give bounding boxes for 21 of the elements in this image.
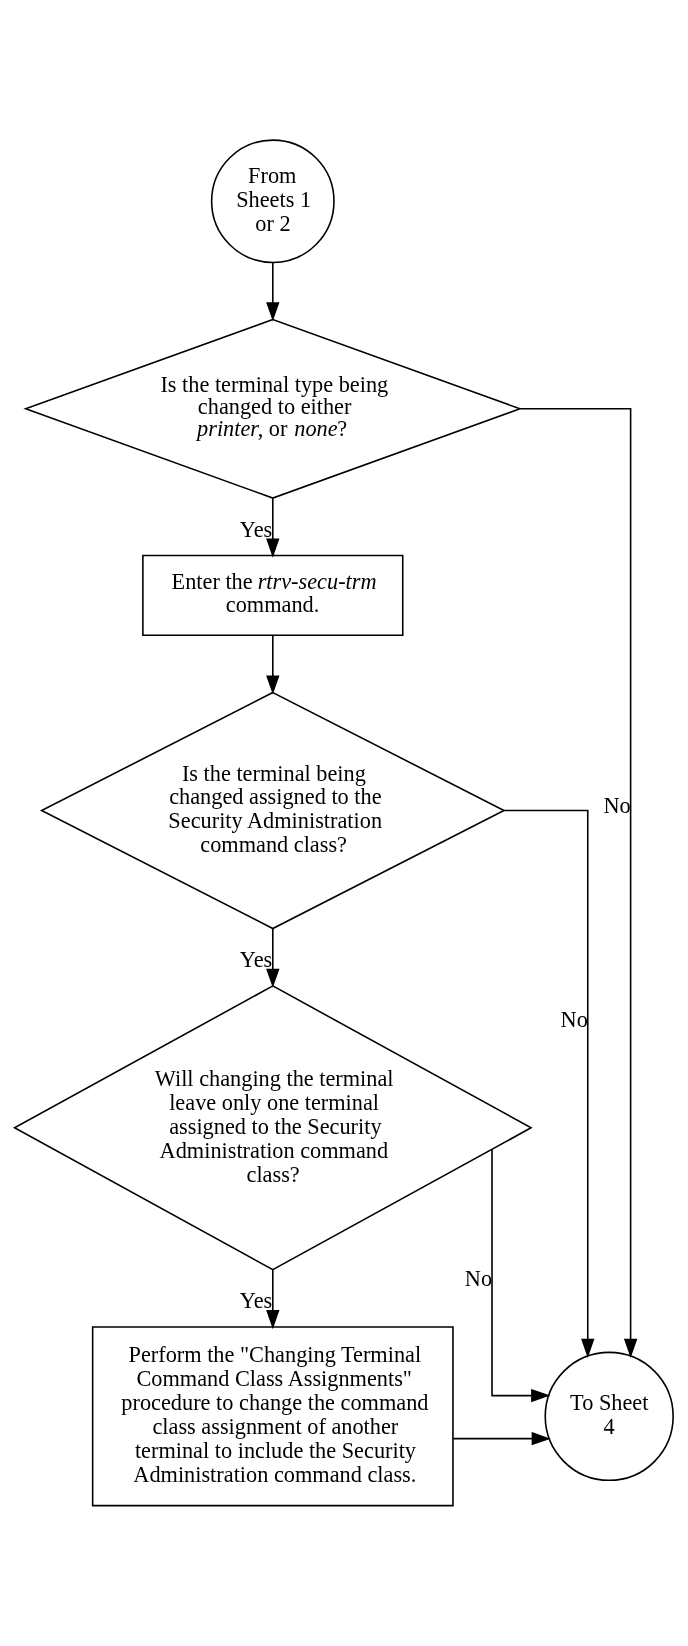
edge-label: Yes [239, 516, 273, 542]
arrow [519, 408, 638, 1358]
edge-label: No [560, 1007, 588, 1033]
edge-label: Yes [239, 946, 273, 972]
node-box: Perform the "Changing Terminal Command Class Assignments" procedure to change the command class assignment of another terminal to include the Security Administration command class. [91, 1326, 454, 1507]
arrow [491, 1148, 551, 1403]
edge-label: No [603, 793, 631, 819]
arrow [503, 809, 595, 1358]
node-diamond: Is the terminal being changed assigned to the Security Administration command class? [39, 691, 506, 930]
node-box: Enter the rtrv-secu-trm command. [142, 554, 404, 636]
arrow [266, 927, 280, 988]
arrow [266, 634, 280, 695]
node-diamond: Is the terminal type being changed to either printer, or none? [23, 318, 523, 499]
arrow [266, 261, 280, 322]
node-circle: From Sheets 1 or 2 [210, 139, 335, 264]
node-circle: To Sheet 4 [544, 1351, 674, 1482]
edge-label: Yes [239, 1288, 273, 1314]
arrow [266, 497, 280, 558]
arrow [452, 1431, 551, 1446]
node-diamond: Will changing the terminal leave only one terminal assigned to the Security Administration command class? [12, 985, 533, 1271]
arrow [266, 1269, 280, 1330]
